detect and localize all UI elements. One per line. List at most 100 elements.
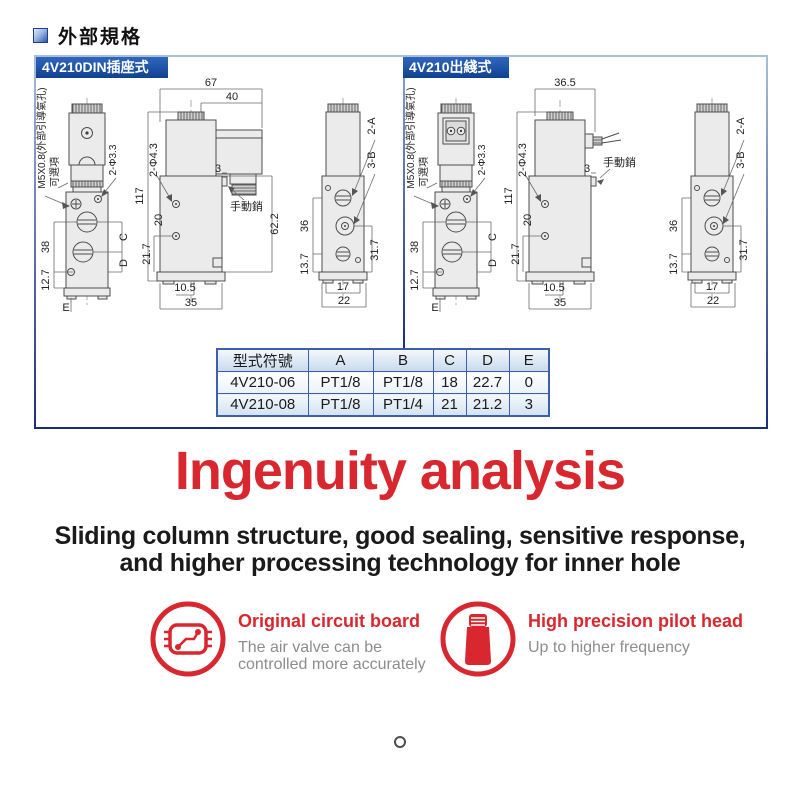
feature-text: Original circuit board The air valve can… [238,611,426,673]
cell-e: 0 [508,371,550,394]
dim-label: 12.7 [409,269,421,290]
dim-label: 67 [205,77,217,89]
feature-desc-line1: Up to higher frequency [528,639,690,656]
dim-label: 40 [226,91,238,103]
dim-label: E [431,302,438,314]
dim-label: 12.7 [40,269,52,290]
dim-label: 117 [503,187,515,205]
dim-label: C [487,233,499,241]
hole-label: 2-Φ4.3 [517,143,529,177]
hole-label: 2-Φ4.3 [148,143,160,177]
section-bullet-icon [33,28,48,43]
dim-label: 3 [215,163,221,175]
dim-label: 36.5 [554,77,575,89]
manual-pin-label: 手動銷 [603,155,636,169]
panel-tab-din: 4V210DIN插座式 [36,57,168,78]
dim-label: 21.7 [510,243,522,264]
side-view: 36.5 3 手動銷 117 2-Φ4.3 [503,77,636,310]
feature-desc-line1: The air valve can be [238,639,383,656]
front-view: 38 12.7 E C D M5X0.8(外部引導氣孔) 可選項 2-Φ3.3 [405,87,499,314]
dim-label: E [62,302,69,314]
col-header-c: C [432,348,467,372]
cell-c: 21 [432,393,467,417]
dim-label: 38 [40,241,52,253]
analysis-subtitle-line2: and higher processing technology for inn… [119,549,681,577]
cell-c: 18 [432,371,467,394]
feature-desc: The air valve can be controlled more acc… [238,639,426,673]
col-header-e: E [508,348,550,372]
din-valve-drawing: 38 12.7 E C D M5X0.8(外部引導氣孔) 可選項 2-Φ3.3 … [36,77,381,314]
dim-label: D [487,259,499,267]
hole-label: 2-Φ3.3 [108,144,119,175]
dim-label: 17 [706,281,718,293]
dim-label: 3 [584,163,590,175]
dim-label: 13.7 [668,253,680,274]
panel-tab-wire: 4V210出綫式 [403,57,509,78]
table-row: 4V210-08 PT1/8 PT1/4 21 21.2 3 [216,393,550,417]
dim-label: 36 [299,220,311,232]
dim-label: D [118,259,130,267]
cell-a: PT1/8 [307,393,374,417]
dim-label: 22 [338,295,350,307]
port-label: 3-B [366,151,378,168]
side-view: 67 40 3 手動銷 117 [134,77,281,310]
cell-model: 4V210-06 [216,371,309,394]
port-label: 3-B [735,151,747,168]
cell-d: 22.7 [465,371,510,394]
dim-label: C [118,233,130,241]
back-view: 36 13.7 31.7 2-A 3-B 17 22 [299,98,381,308]
dim-label: 62.2 [269,213,281,234]
cell-d: 21.2 [465,393,510,417]
dim-label: 22 [707,295,719,307]
col-header-d: D [465,348,510,372]
feature-desc-line2: controlled more accurately [238,656,426,673]
port-label: 2-A [735,117,747,135]
feature-desc: Up to higher frequency [528,639,743,656]
back-view: 36 13.7 31.7 2-A 3-B 17 22 [668,98,750,308]
optional-label: 可選項 [417,157,430,187]
dim-label: 38 [409,241,421,253]
wire-valve-drawing: 38 12.7 E C D M5X0.8(外部引導氣孔) 可選項 2-Φ3.3 … [405,77,750,314]
dim-label: 21.7 [141,243,153,264]
circuit-board-icon [150,601,226,677]
cell-b: PT1/4 [372,393,434,417]
spec-box: 4V210DIN插座式 4V210出綫式 [34,55,768,429]
manual-pin-label: 手動銷 [230,199,263,213]
dim-label: 17 [337,281,349,293]
section-title: 外部規格 [58,27,143,48]
dim-label: 31.7 [738,239,750,260]
front-view: 38 12.7 E C D M5X0.8(外部引導氣孔) 可選項 2-Φ3.3 [36,87,130,314]
section-header: 外部規格 [33,22,142,49]
page-indicator-dot [394,736,406,748]
dim-label: 20 [522,214,534,226]
pilot-head-icon [440,601,516,677]
feature-circuit-board: Original circuit board The air valve can… [148,599,426,679]
analysis-title: Ingenuity analysis [174,441,626,501]
dim-label: 13.7 [299,253,311,274]
port-label: 2-A [366,117,378,135]
col-header-b: B [372,348,434,372]
optional-label: 可選項 [48,157,61,187]
thread-label: M5X0.8(外部引導氣孔) [36,87,48,188]
feature-pilot-head: High precision pilot head Up to higher f… [438,599,743,679]
cell-model: 4V210-08 [216,393,309,417]
feature-title: High precision pilot head [528,611,744,631]
dim-label: 10.5 [174,282,195,294]
dim-label: 35 [185,297,197,309]
dim-label: 36 [668,220,680,232]
hole-label: 2-Φ3.3 [477,144,488,175]
col-header-model: 型式符號 [216,348,309,372]
col-header-a: A [307,348,374,372]
feature-title: Original circuit board [238,611,421,631]
dim-label: 35 [554,297,566,309]
table-header-row: 型式符號 A B C D E [216,348,550,372]
spec-table: 型式符號 A B C D E 4V210-06 PT1/8 PT1/8 18 2… [216,348,550,417]
cell-e: 3 [508,393,550,417]
cell-a: PT1/8 [307,371,374,394]
dim-label: 31.7 [369,239,381,260]
cell-b: PT1/8 [372,371,434,394]
dim-label: 10.5 [543,282,564,294]
analysis-subtitle: Sliding column structure, good sealing, … [0,523,800,577]
thread-label: M5X0.8(外部引導氣孔) [405,87,417,188]
